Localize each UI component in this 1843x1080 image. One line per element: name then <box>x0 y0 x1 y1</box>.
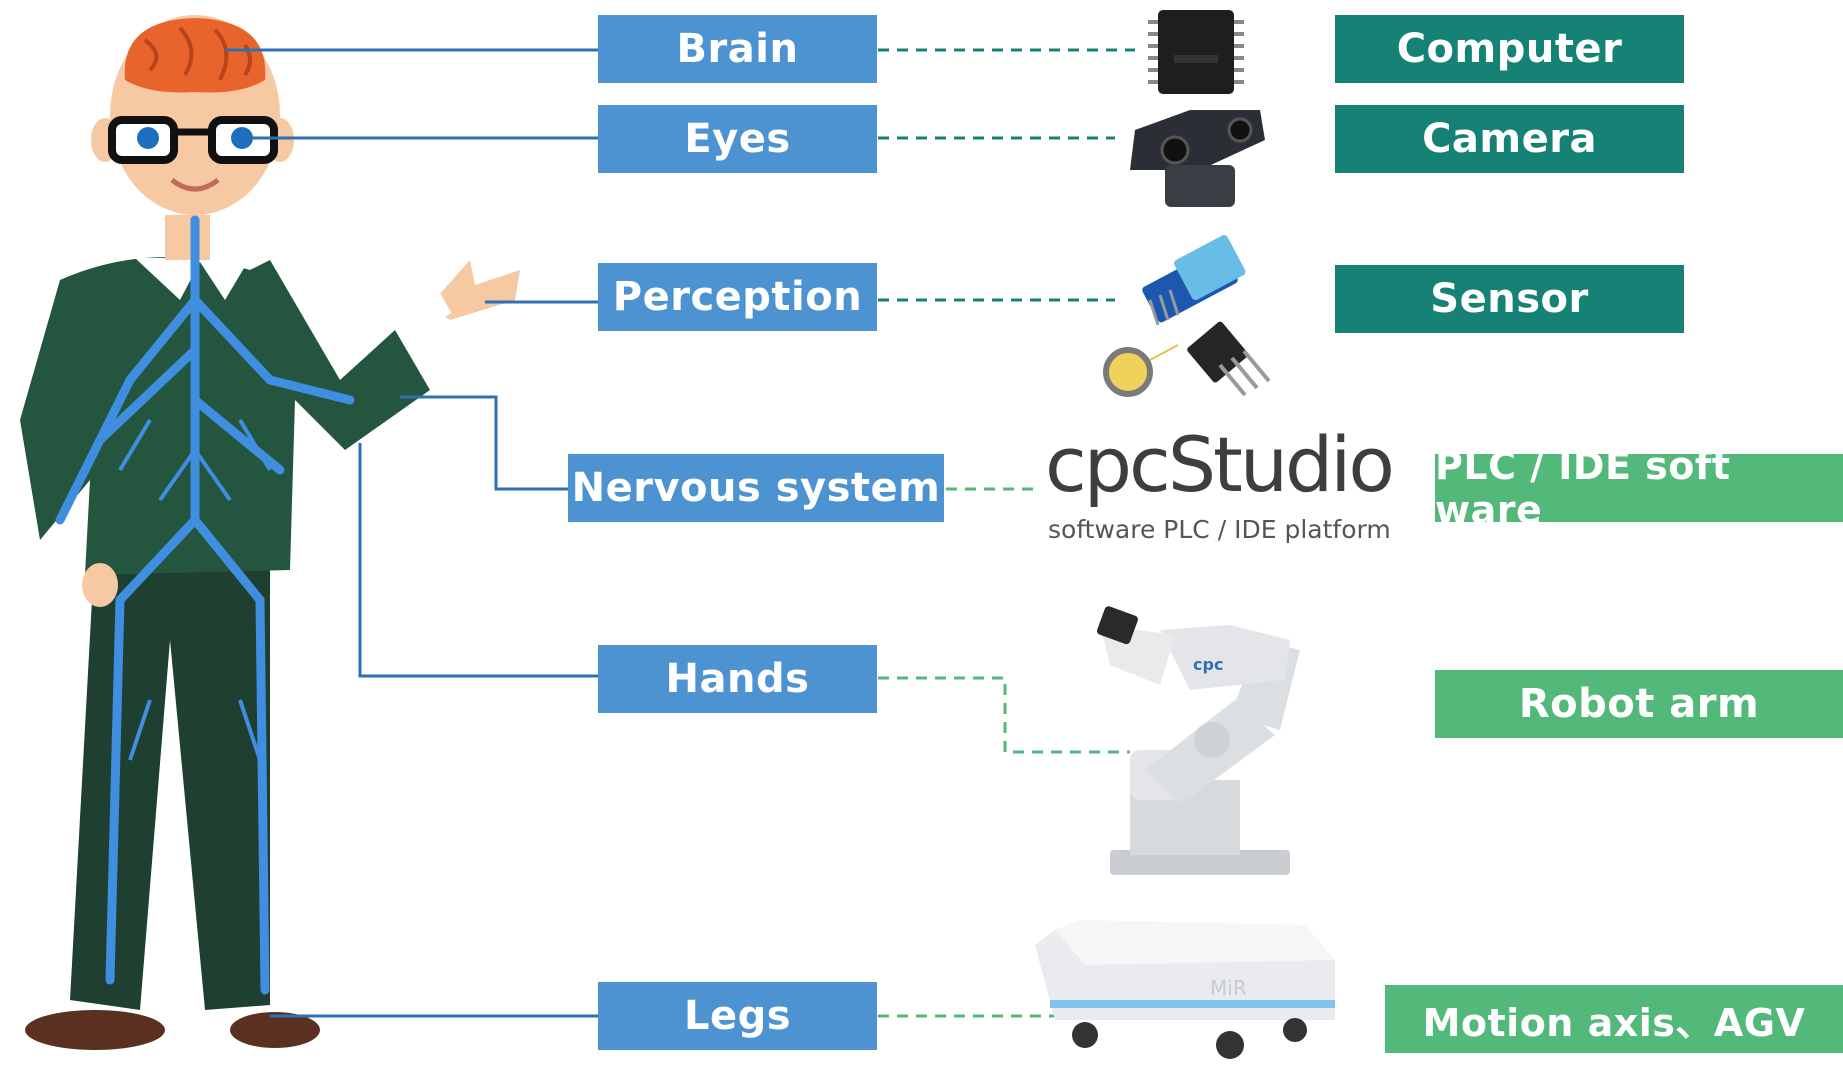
cpcstudio-tagline: software PLC / IDE platform <box>1048 515 1391 544</box>
green-dashed-connectors <box>878 487 1130 1018</box>
sensor-images <box>1103 235 1271 397</box>
perception-label: Perception <box>598 263 877 331</box>
cpcstudio-logo: cpcStudio <box>1045 420 1395 509</box>
robot-arm-label: Robot arm <box>1435 670 1843 738</box>
camera-label: Camera <box>1335 105 1684 173</box>
computer-chip-image <box>1148 10 1244 94</box>
agv-brand-label: MiR <box>1210 976 1247 1000</box>
plc-software-label: PLC / IDE soft ware <box>1435 444 1843 532</box>
nervous-system-label: Nervous system <box>568 454 944 522</box>
camera-image <box>1130 110 1265 207</box>
hands-label: Hands <box>598 645 877 713</box>
eyes-label: Eyes <box>598 105 877 173</box>
robot-arm-image: cpc <box>1097 606 1300 875</box>
teal-dashed-connectors <box>878 48 1135 302</box>
legs-label: Legs <box>598 982 877 1050</box>
person-illustration <box>20 15 520 1050</box>
person-connectors <box>225 48 598 1018</box>
robot-brand-label: cpc <box>1193 655 1223 674</box>
sensor-label: Sensor <box>1335 265 1684 333</box>
agv-image: MiR <box>1035 920 1335 1059</box>
computer-label: Computer <box>1335 15 1684 83</box>
brain-label: Brain <box>598 15 877 83</box>
motion-axis-agv-label: Motion axis、AGV <box>1385 985 1843 1053</box>
